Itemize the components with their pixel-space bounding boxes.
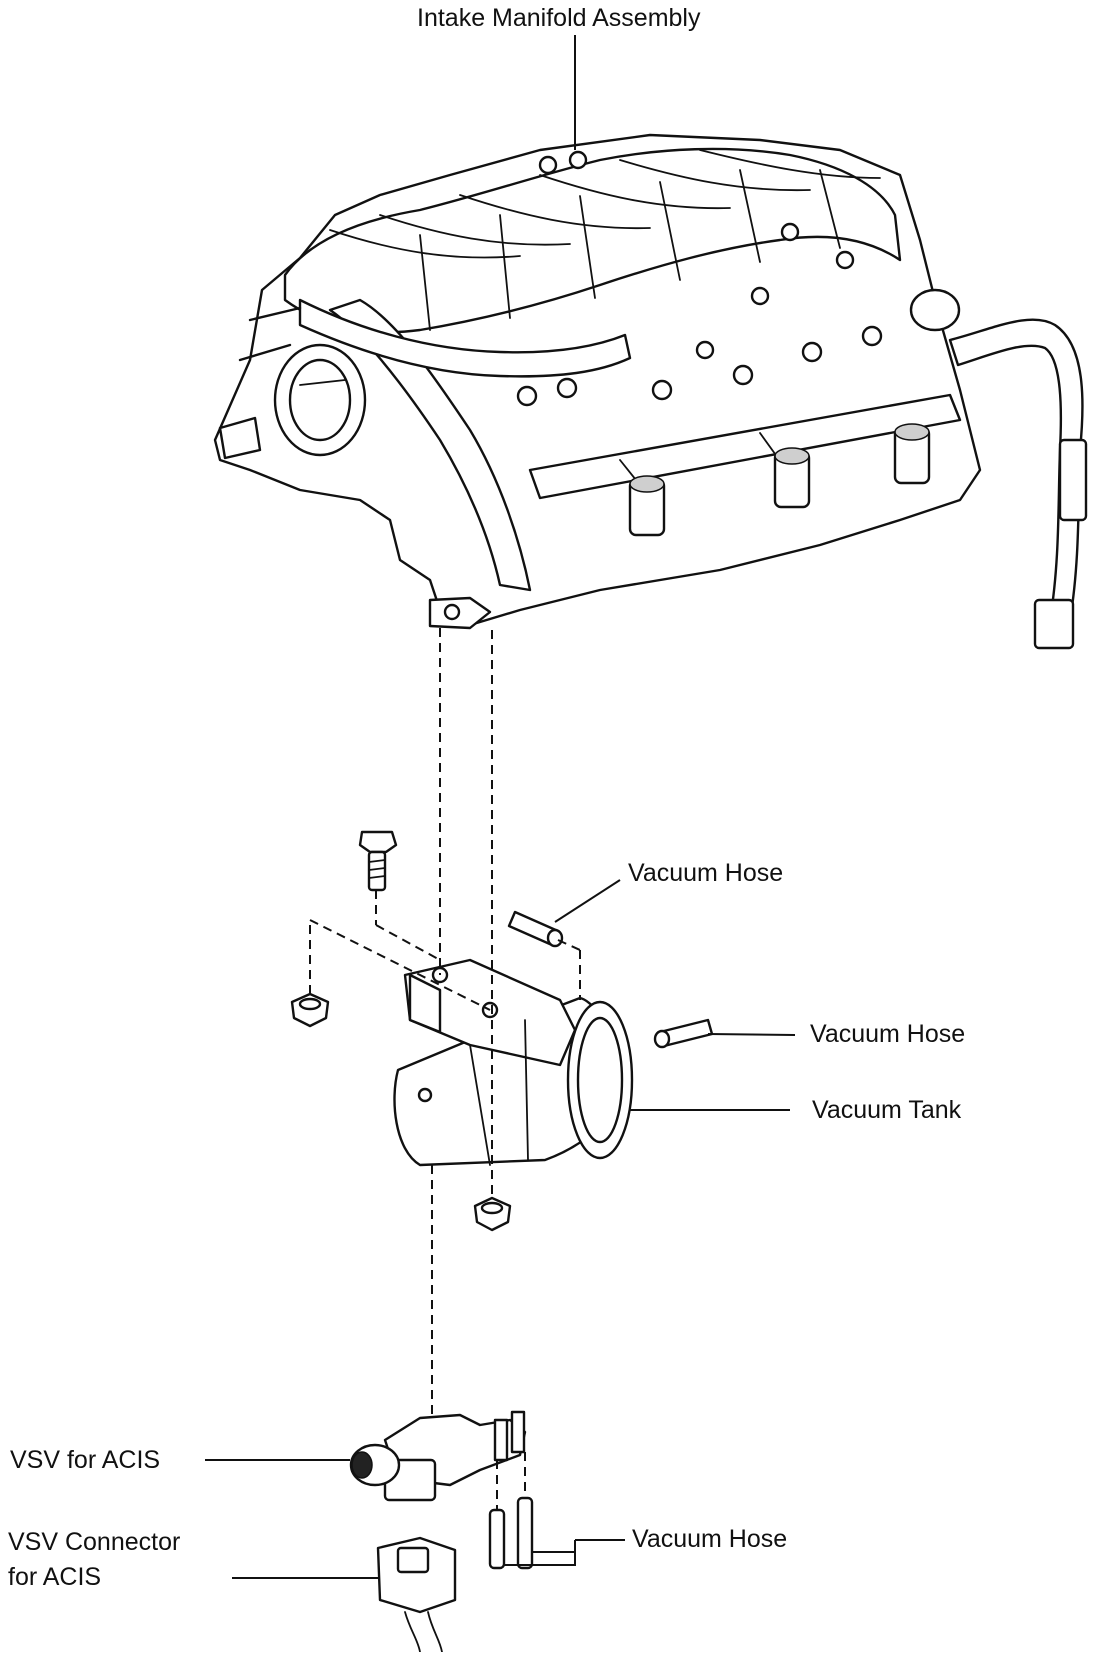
- vacuum-hose-upper: [507, 879, 621, 948]
- bolt: [358, 830, 398, 892]
- vacuum-tank: [393, 958, 634, 1167]
- nut-left: [290, 992, 330, 1028]
- label-vacuum-hose-middle: Vacuum Hose: [810, 1020, 966, 1048]
- label-vacuum-tank: Vacuum Tank: [812, 1096, 962, 1124]
- vacuum-hose-middle: [653, 1018, 796, 1049]
- nut-lower: [473, 1196, 512, 1232]
- vsv-connector: [232, 1536, 457, 1653]
- label-vacuum-hose-lower: Vacuum Hose: [632, 1525, 788, 1553]
- label-intake-manifold-assembly: Intake Manifold Assembly: [417, 4, 701, 32]
- intake-manifold-assembly: [213, 133, 1088, 650]
- label-vsv-connector-line1: VSV Connector: [8, 1528, 181, 1556]
- vacuum-hose-lower: [488, 1496, 625, 1570]
- assembly-guide-lines: [309, 628, 581, 1510]
- label-vsv-connector-line2: for ACIS: [8, 1563, 102, 1591]
- label-vsv-for-acis: VSV for ACIS: [10, 1446, 161, 1474]
- label-vacuum-hose-upper: Vacuum Hose: [628, 859, 784, 887]
- vsv-for-acis: [205, 1410, 527, 1502]
